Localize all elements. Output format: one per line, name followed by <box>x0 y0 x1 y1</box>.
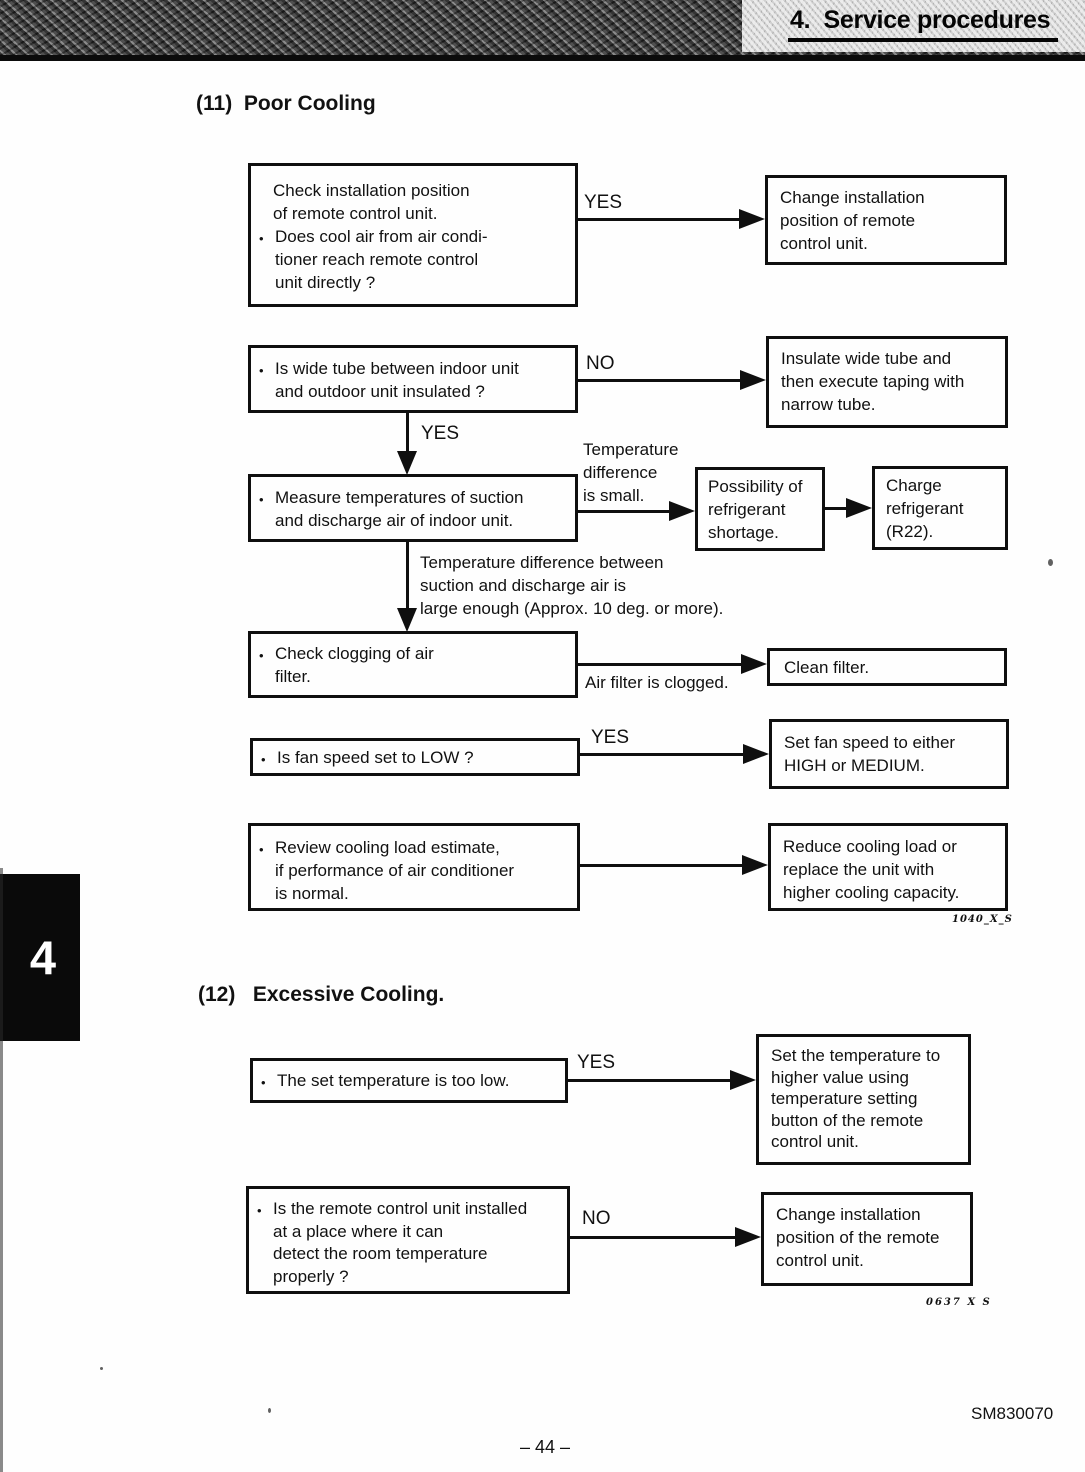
arrowhead-right-icon <box>730 1070 756 1090</box>
box-text: Is fan speed set to LOW ? <box>277 748 474 767</box>
box-set-temperature-too-low: • The set temperature is too low. <box>250 1058 568 1103</box>
box-remote-detect-room-temp: • Is the remote control unit installed at… <box>246 1186 570 1294</box>
box-text: Check installation position of remote co… <box>273 181 470 223</box>
box-text: Change installation position of remote c… <box>780 188 925 253</box>
box-wide-tube-insulated: • Is wide tube between indoor unit and ou… <box>248 345 578 413</box>
box-text: Charge refrigerant (R22). <box>886 476 964 541</box>
arrow-line <box>406 413 409 453</box>
box-charge-refrigerant: Charge refrigerant (R22). <box>872 466 1008 550</box>
scan-speck <box>1048 559 1053 566</box>
document-number: SM830070 <box>971 1404 1054 1423</box>
box-text: Set the temperature to higher value usin… <box>771 1046 941 1151</box>
bullet-icon: • <box>259 492 264 507</box>
section-11-title: (11) Poor Cooling <box>196 92 376 115</box>
box-review-cooling-load: • Review cooling load estimate, if perfor… <box>248 823 580 911</box>
arrow-line <box>825 507 849 510</box>
label-no: NO <box>586 353 615 374</box>
box-measure-temperatures: • Measure temperatures of suction and dis… <box>248 474 578 542</box>
box-check-air-filter: • Check clogging of air filter. <box>248 631 578 698</box>
label-temp-difference-small: Temperature difference is small. <box>583 440 679 505</box>
header-rule <box>0 55 1085 61</box>
box-text: Set fan speed to either HIGH or MEDIUM. <box>784 733 956 775</box>
box-text: The set temperature is too low. <box>277 1071 510 1090</box>
arrow-line <box>406 541 409 611</box>
arrow-line <box>580 753 746 756</box>
page-number: – 44 – <box>519 1437 571 1457</box>
box-text: Measure temperatures of suction and disc… <box>275 488 524 530</box>
scan-speck <box>100 1367 103 1370</box>
arrow-line <box>578 663 744 666</box>
box-text: Check clogging of air filter. <box>275 644 434 686</box>
label-yes: YES <box>421 423 460 444</box>
bullet-icon: • <box>259 231 264 246</box>
chapter-tab: 4 <box>0 874 80 1041</box>
arrow-line <box>580 864 744 867</box>
box-refrigerant-shortage: Possibility of refrigerant shortage. <box>695 467 825 551</box>
label-yes: YES <box>577 1052 616 1073</box>
box-text: Reduce cooling load or replace the unit … <box>783 837 960 902</box>
box-text: Insulate wide tube and then execute tapi… <box>781 349 965 414</box>
label-temp-difference-large: Temperature difference between suction a… <box>420 553 724 618</box>
label-yes: YES <box>591 727 630 748</box>
box-set-fan-speed: Set fan speed to either HIGH or MEDIUM. <box>769 719 1009 789</box>
arrow-line <box>576 379 742 382</box>
header-section-title: 4. Service procedures <box>788 6 1059 42</box>
arrowhead-right-icon <box>743 744 769 764</box>
bullet-icon: • <box>259 363 264 378</box>
box-insulate-wide-tube: Insulate wide tube and then execute tapi… <box>766 336 1008 428</box>
box-change-remote-position: Change installation position of the remo… <box>761 1192 973 1286</box>
arrowhead-down-icon <box>397 451 417 475</box>
box-text: Review cooling load estimate, if perform… <box>275 838 515 903</box>
scan-edge-shadow <box>0 868 3 1472</box>
box-fan-speed-low: • Is fan speed set to LOW ? <box>250 738 580 776</box>
box-text: Is wide tube between indoor unit and out… <box>275 359 519 401</box>
box-reduce-cooling-load: Reduce cooling load or replace the unit … <box>768 823 1008 911</box>
box-text: Clean filter. <box>784 658 870 677</box>
box-set-temperature-higher: Set the temperature to higher value usin… <box>756 1034 971 1165</box>
arrowhead-right-icon <box>735 1227 761 1247</box>
arrowhead-down-icon <box>397 608 417 632</box>
label-no: NO <box>582 1208 611 1229</box>
arrowhead-right-icon <box>739 209 765 229</box>
arrowhead-right-icon <box>740 370 766 390</box>
arrowhead-right-icon <box>846 498 872 518</box>
box-clean-filter: Clean filter. <box>767 648 1007 686</box>
section-12-title: (12) Excessive Cooling. <box>198 983 445 1006</box>
arrow-line <box>576 218 742 221</box>
box-text: Possibility of refrigerant shortage. <box>708 477 803 542</box>
label-air-filter-clogged: Air filter is clogged. <box>585 673 729 692</box>
arrow-line <box>570 1236 736 1239</box>
bullet-icon: • <box>259 842 264 857</box>
label-yes: YES <box>584 192 623 213</box>
arrowhead-right-icon <box>742 855 768 875</box>
box-text: Does cool air from air condi- tioner rea… <box>275 227 488 292</box>
header-band-highlight <box>742 0 1085 52</box>
box-change-install-position: Change installation position of remote c… <box>765 175 1007 265</box>
bullet-icon: • <box>261 1075 266 1090</box>
arrowhead-right-icon <box>669 501 695 521</box>
box-check-installation-position: Check installation position of remote co… <box>248 163 578 307</box>
box-text: Is the remote control unit installed at … <box>273 1199 528 1286</box>
arrowhead-right-icon <box>741 654 767 674</box>
arrow-line <box>576 510 672 513</box>
figure-note: 1040_X_S <box>952 914 1013 925</box>
scan-speck <box>268 1408 271 1413</box>
figure-note: 0637 X S <box>926 1297 992 1308</box>
arrow-line <box>566 1079 732 1082</box>
bullet-icon: • <box>257 1203 262 1218</box>
box-text: Change installation position of the remo… <box>776 1205 940 1270</box>
bullet-icon: • <box>259 648 264 663</box>
bullet-icon: • <box>261 752 266 767</box>
